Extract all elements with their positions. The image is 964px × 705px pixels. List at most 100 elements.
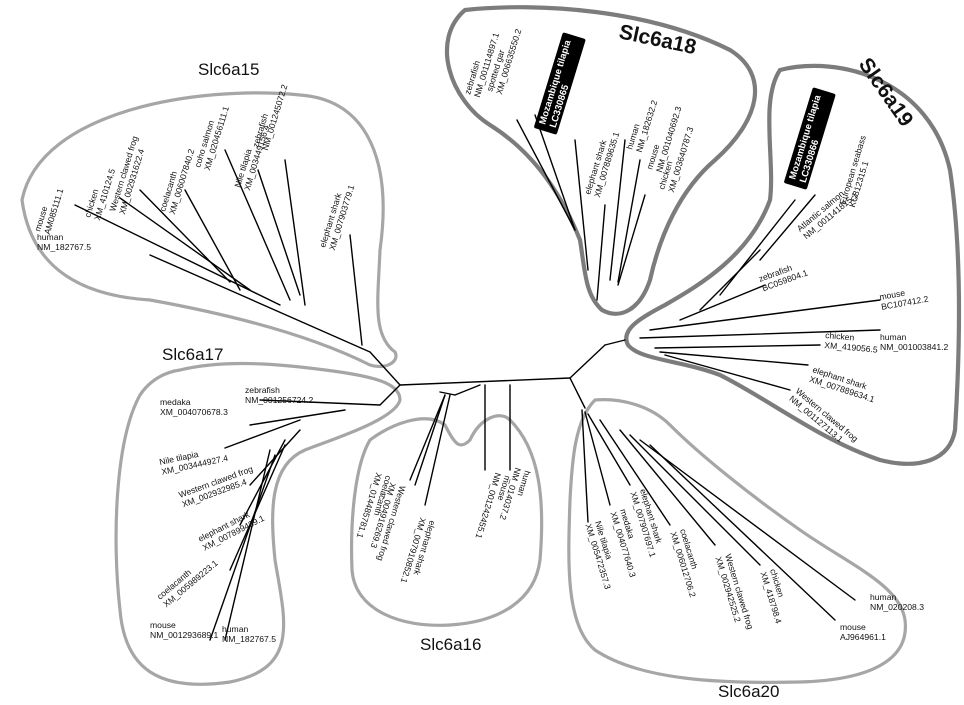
leaf-species: mouse [840, 622, 866, 632]
leaf-branch-slc6a15 [149, 254, 371, 353]
leaf-branch-slc6a18 [617, 159, 641, 283]
group-label-slc6a17: Slc6a17 [162, 345, 223, 364]
leaf-branch-slc6a18 [617, 194, 646, 286]
leaf-branch-slc6a15 [284, 159, 306, 306]
leaf-branch-slc6a15 [349, 234, 363, 346]
branch-slc6a17-stem [379, 384, 401, 406]
branch-slc6a20-stem [569, 377, 586, 409]
leaf-branch-slc6a20 [649, 444, 836, 621]
leaf-branch-slc6a15 [184, 189, 241, 291]
leaf-branch-slc6a15 [74, 204, 281, 306]
leaf-branch-slc6a20 [619, 429, 716, 546]
branch-slc6a18-19-stem [569, 344, 606, 379]
leaf-branch-slc6a20 [639, 439, 856, 601]
leaf-accession: NM_001293689.1 [150, 630, 219, 640]
leaf-branch-slc6a17 [224, 419, 301, 449]
leaf-branch-slc6a17 [259, 399, 381, 406]
branch [604, 339, 626, 346]
branch [454, 384, 481, 396]
hull-slc6a16 [349, 414, 544, 627]
hull-slc6a15 [20, 91, 398, 369]
leaf-species: human [222, 624, 248, 634]
leaf-branch-slc6a16 [414, 394, 446, 486]
leaf-branch-slc6a19 [719, 199, 796, 296]
leaf-branch-slc6a18 [596, 204, 606, 301]
leaf-species: mouse [150, 620, 176, 630]
leaf-branch-slc6a17 [209, 454, 276, 641]
leaf-accession: NM_001003841.2 [880, 342, 949, 352]
backbone-branch [399, 377, 571, 386]
leaf-branch-slc6a18 [534, 114, 576, 231]
leaf-branch-slc6a19 [649, 299, 881, 331]
leaf-branch-slc6a19 [654, 344, 821, 349]
leaf-branch-slc6a18 [609, 139, 626, 281]
hull-slc6a18 [444, 5, 758, 316]
leaf-species: chicken [825, 330, 855, 343]
leaf-branch-slc6a19 [639, 329, 881, 339]
leaf-branch-slc6a20 [584, 411, 611, 506]
leaf-accession: XM_419056.5 [824, 340, 878, 355]
group-label-slc6a16: Slc6a16 [420, 635, 481, 654]
leaf-accession: XM_004070678.3 [160, 407, 228, 417]
leaf-branch-slc6a18 [574, 139, 589, 271]
leaf-accession: NM_182767.5 [37, 242, 91, 252]
leaf-accession: NM_001256724.2 [245, 395, 314, 405]
group-label-slc6a19: Slc6a19 [854, 54, 918, 131]
leaf-branch-slc6a19 [664, 354, 791, 391]
hull-slc6a20 [567, 398, 907, 685]
hull-slc6a19 [624, 63, 962, 466]
leaf-branch-slc6a20 [587, 413, 631, 486]
leaf-species: human [37, 232, 63, 242]
leaf-species: human [880, 332, 906, 342]
leaf-branch-slc6a16 [424, 394, 451, 506]
leaf-branch-slc6a19 [659, 351, 809, 366]
leaf-accession: NM_001242455.1 [473, 471, 503, 539]
branch [439, 391, 456, 396]
leaf-branch-slc6a19 [679, 284, 766, 321]
leaf-branch-slc6a15 [119, 197, 251, 291]
leaf-species: medaka [160, 397, 191, 407]
leaf-branch-slc6a17 [224, 449, 271, 641]
leaf-branch-slc6a16 [409, 394, 446, 481]
branch-slc6a15-stem [369, 351, 401, 386]
leaf-branch-slc6a15 [139, 189, 231, 283]
group-label-slc6a15: Slc6a15 [198, 60, 259, 79]
leaf-species: mouse [879, 288, 906, 302]
group-label-slc6a18: Slc6a18 [617, 20, 699, 59]
leaf-branch-slc6a15 [224, 149, 291, 301]
leaf-accession: NM_020208.3 [870, 602, 924, 612]
group-label-slc6a20: Slc6a20 [718, 682, 779, 701]
leaf-branch-slc6a19 [699, 249, 761, 311]
leaf-accession: NM_182767.5 [222, 634, 276, 644]
leaf-branch-slc6a18 [516, 119, 576, 231]
leaf-branch-slc6a17 [229, 444, 286, 571]
leaf-branch-slc6a20 [581, 409, 589, 523]
leaf-branch-slc6a19 [759, 194, 816, 261]
hull-slc6a17 [114, 361, 402, 686]
leaf-branch-slc6a17 [249, 409, 346, 426]
